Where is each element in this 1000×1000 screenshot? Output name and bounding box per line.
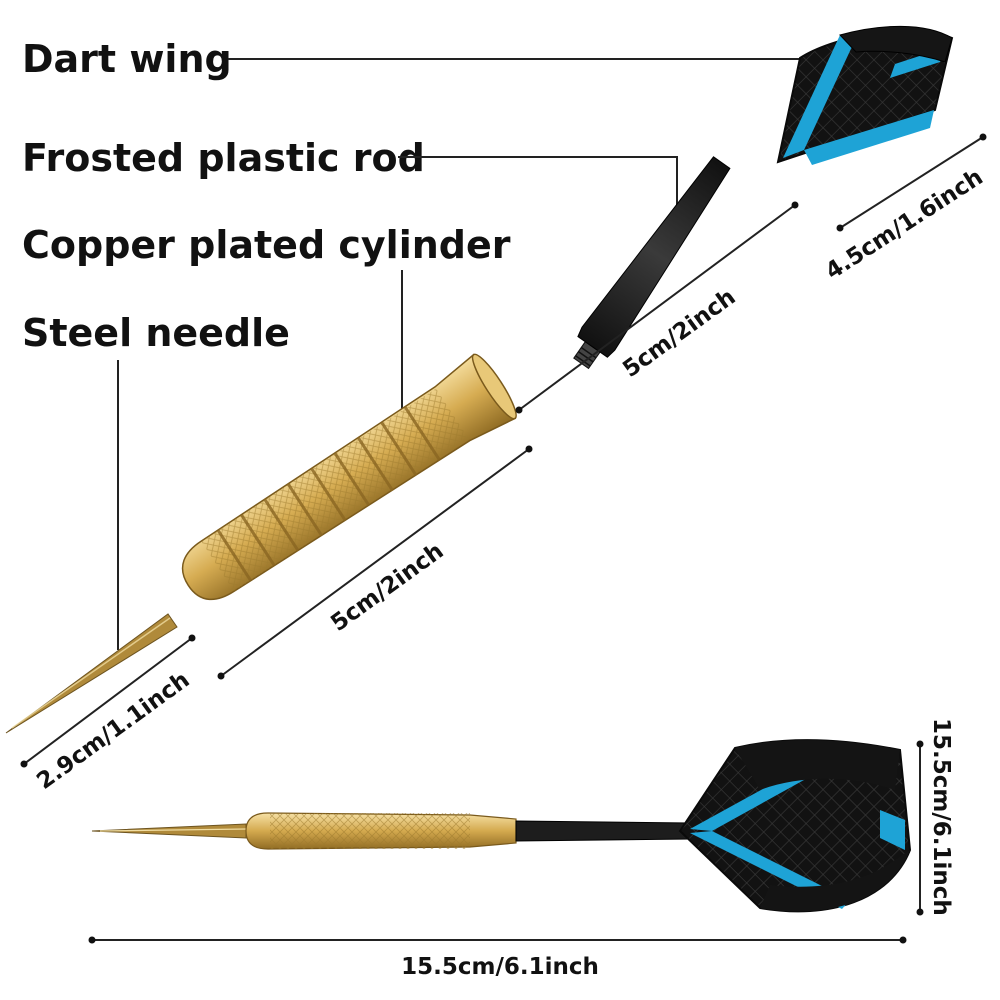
dim-label-total-height: 15.5cm/6.1inch [928, 718, 954, 916]
assembled-rod [515, 820, 691, 842]
dart-wing-part [776, 25, 954, 165]
dim-label-total-length: 15.5cm/6.1inch [401, 954, 599, 980]
dimension-wing: 4.5cm/1.6inch [821, 133, 988, 285]
label-frosted-plastic-rod: Frosted plastic rod [22, 136, 425, 180]
dimension-total-height: 15.5cm/6.1inch [916, 718, 954, 916]
assembled-wing [678, 739, 912, 913]
copper-cylinder-part [181, 353, 517, 601]
frosted-rod-part [573, 156, 731, 370]
label-copper-plated-cylinder: Copper plated cylinder [22, 223, 511, 267]
dimension-total-length: 15.5cm/6.1inch [88, 936, 907, 980]
label-dart-wing: Dart wing [22, 37, 232, 81]
dim-label-needle-length: 2.9cm/1.1inch [32, 667, 194, 795]
assembled-dart [91, 739, 912, 913]
exploded-dart [5, 25, 954, 734]
label-steel-needle: Steel needle [22, 311, 290, 355]
assembled-barrel [245, 812, 517, 850]
